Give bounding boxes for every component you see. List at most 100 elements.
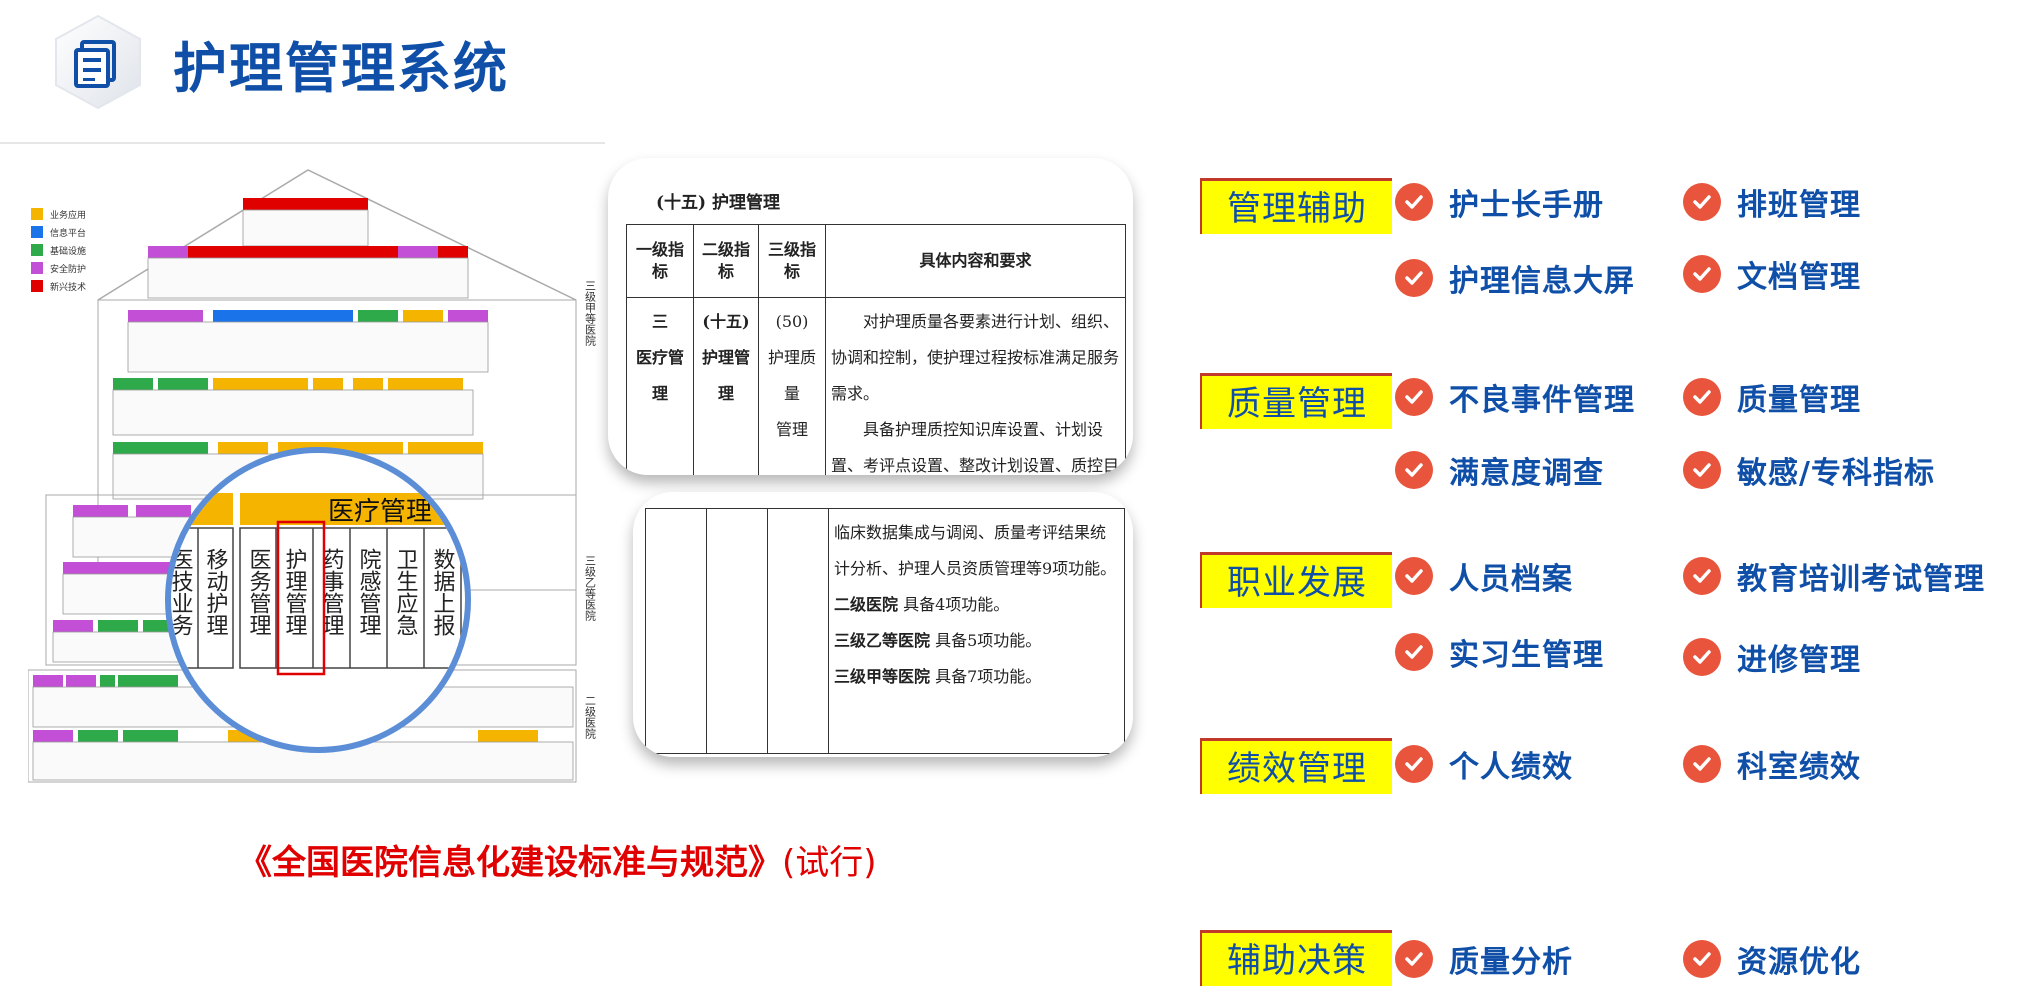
- level-label: 二级医院: [834, 595, 899, 614]
- category-label-decision: 辅助决策: [1200, 930, 1392, 986]
- check-icon: [1683, 255, 1721, 293]
- feature-item[interactable]: 质量管理: [1683, 375, 1861, 419]
- table-paragraph: 对护理质量各要素进行计划、组织、协调和控制，使护理过程按标准满足服务需求。: [831, 312, 1120, 403]
- feature-label: 满意度调查: [1449, 456, 1604, 491]
- feature-item[interactable]: 资源优化: [1683, 937, 1861, 981]
- check-icon: [1683, 638, 1721, 676]
- magnifier-zoom: 医疗管理 医技业务 移动护理 医务管理 护理管理 药事管理 院感管理 卫生应急 …: [165, 447, 471, 753]
- feature-item[interactable]: 满意度调查: [1395, 448, 1604, 492]
- feature-label: 人员档案: [1449, 562, 1573, 597]
- highlight-box: [276, 520, 326, 676]
- zoom-column: 数据上报: [430, 548, 456, 636]
- side-label: 二级医院: [584, 695, 597, 739]
- feature-item[interactable]: 人员档案: [1395, 554, 1573, 598]
- feature-label: 资源优化: [1737, 945, 1861, 980]
- feature-label: 不良事件管理: [1449, 383, 1635, 418]
- legend-label: 基础设施: [50, 245, 86, 257]
- feature-label: 科室绩效: [1737, 750, 1861, 785]
- check-icon: [1395, 633, 1433, 671]
- table-paragraph: 具备护理质控知识库设置、计划设置、考评点设置、整改计划设置、质控目标任务分解、质…: [831, 420, 1120, 475]
- zoom-column: 院感管理: [356, 548, 382, 636]
- table-header: 具体内容和要求: [825, 224, 1126, 298]
- zoom-column: 移动护理: [203, 548, 229, 636]
- table-paragraph: 临床数据集成与调阅、质量考评结果统计分析、护理人员资质管理等9项功能。: [834, 523, 1117, 578]
- zoom-column: 医务管理: [246, 548, 272, 636]
- feature-item[interactable]: 科室绩效: [1683, 742, 1861, 786]
- feature-label: 进修管理: [1737, 643, 1861, 678]
- zoom-title: 医疗管理: [328, 497, 432, 527]
- level-line: 三级甲等医院 具备7项功能。: [834, 659, 1119, 695]
- table-cell: 三 医疗管理: [626, 297, 694, 475]
- table-cell-content: 临床数据集成与调阅、质量考评结果统计分析、护理人员资质管理等9项功能。 二级医院…: [828, 508, 1125, 754]
- check-icon: [1683, 451, 1721, 489]
- zoom-column: 药事管理: [319, 548, 345, 636]
- legend-label: 安全防护: [50, 263, 86, 275]
- feature-label: 个人绩效: [1449, 750, 1573, 785]
- table-cell: [706, 508, 768, 754]
- side-label: 三级乙等医院: [584, 555, 597, 621]
- feature-item[interactable]: 不良事件管理: [1395, 375, 1635, 419]
- feature-item[interactable]: 敏感/专科指标: [1683, 448, 1935, 492]
- level-label: 三级乙等医院: [834, 631, 931, 650]
- category-label-management: 管理辅助: [1200, 178, 1392, 234]
- feature-label: 护士长手册: [1449, 188, 1604, 223]
- legend-label: 新兴技术: [50, 281, 86, 293]
- architecture-figure: 业务应用 信息平台 基础设施 安全防护 新兴技术: [28, 169, 597, 783]
- feature-item[interactable]: 质量分析: [1395, 937, 1573, 981]
- check-icon: [1395, 557, 1433, 595]
- figure-caption: 《全国医院信息化建设标准与规范》(试行): [238, 835, 877, 884]
- feature-label: 护理信息大屏: [1449, 264, 1635, 299]
- figure-legend: 业务应用 信息平台 基础设施 安全防护 新兴技术: [31, 208, 86, 293]
- level-line: 三级乙等医院 具备5项功能。: [834, 623, 1119, 659]
- feature-item[interactable]: 文档管理: [1683, 252, 1861, 296]
- page-title: 护理管理系统: [173, 37, 509, 100]
- check-icon: [1683, 940, 1721, 978]
- level-line: 二级医院 具备4项功能。: [834, 587, 1119, 623]
- check-icon: [1395, 183, 1433, 221]
- level-text: 具备7项功能。: [935, 667, 1042, 686]
- check-icon: [1683, 745, 1721, 783]
- feature-item[interactable]: 进修管理: [1683, 635, 1861, 679]
- table-header: 三级指标: [758, 224, 826, 298]
- legend-label: 信息平台: [50, 227, 86, 239]
- header-divider: [0, 142, 605, 144]
- category-label-career: 职业发展: [1200, 552, 1392, 608]
- zoom-column: 护理管理: [282, 548, 308, 636]
- logo-icon: [55, 14, 141, 110]
- legend-label: 业务应用: [50, 209, 86, 221]
- check-icon: [1395, 259, 1433, 297]
- table-cell: [645, 508, 707, 754]
- check-icon: [1395, 378, 1433, 416]
- table-cell-content: 对护理质量各要素进行计划、组织、协调和控制，使护理过程按标准满足服务需求。 具备…: [825, 297, 1126, 475]
- level-text: 具备5项功能。: [935, 631, 1042, 650]
- table-cell: [767, 508, 829, 754]
- feature-label: 文档管理: [1737, 260, 1861, 295]
- feature-label: 质量管理: [1737, 383, 1861, 418]
- check-icon: [1395, 940, 1433, 978]
- feature-label: 质量分析: [1449, 945, 1573, 980]
- feature-label: 教育培训考试管理: [1737, 562, 1985, 597]
- feature-item[interactable]: 个人绩效: [1395, 742, 1573, 786]
- feature-item[interactable]: 护士长手册: [1395, 180, 1604, 224]
- check-icon: [1395, 745, 1433, 783]
- check-icon: [1683, 183, 1721, 221]
- feature-label: 实习生管理: [1449, 638, 1604, 673]
- feature-item[interactable]: 排班管理: [1683, 180, 1861, 224]
- check-icon: [1683, 557, 1721, 595]
- feature-label: 排班管理: [1737, 188, 1861, 223]
- table-title: (十五) 护理管理: [656, 193, 781, 213]
- caption-suffix: (试行): [782, 843, 877, 883]
- standard-table-card-2: 临床数据集成与调阅、质量考评结果统计分析、护理人员资质管理等9项功能。 二级医院…: [633, 492, 1133, 757]
- feature-item[interactable]: 护理信息大屏: [1395, 256, 1635, 300]
- caption-title: 《全国医院信息化建设标准与规范》: [238, 843, 782, 883]
- feature-item[interactable]: 实习生管理: [1395, 630, 1604, 674]
- feature-label: 敏感/专科指标: [1737, 456, 1935, 491]
- check-icon: [1395, 451, 1433, 489]
- category-label-quality: 质量管理: [1200, 373, 1392, 429]
- standard-table: 一级指标 二级指标 三级指标 具体内容和要求 三 医疗管理 (十五) 护理管理 …: [626, 224, 1126, 475]
- standard-table-card-1: (十五) 护理管理 一级指标 二级指标 三级指标 具体内容和要求 三 医疗管理 …: [608, 158, 1133, 475]
- side-label: 三级甲等医院: [584, 280, 597, 346]
- standard-table-continued: 临床数据集成与调阅、质量考评结果统计分析、护理人员资质管理等9项功能。 二级医院…: [645, 508, 1125, 754]
- feature-item[interactable]: 教育培训考试管理: [1683, 554, 1985, 598]
- table-cell: (50) 护理质量 管理: [758, 297, 826, 475]
